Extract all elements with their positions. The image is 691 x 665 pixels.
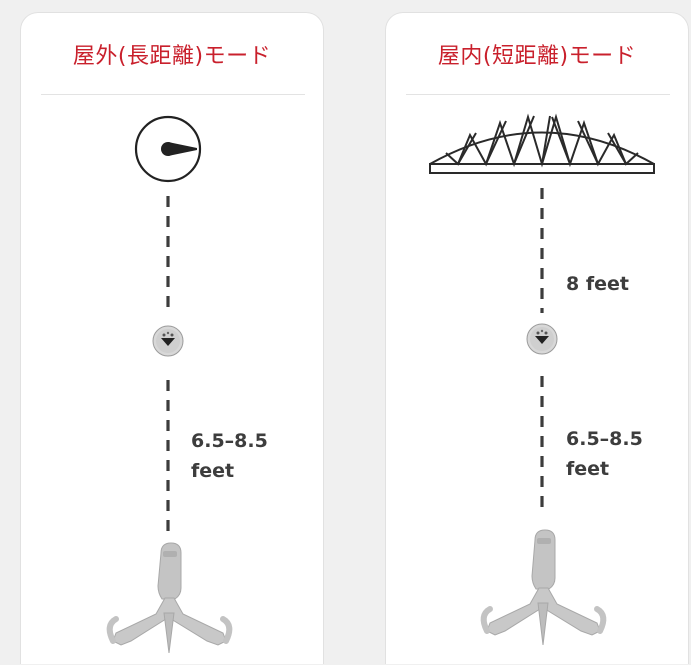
ceiling-distance-value: 8 feet: [566, 273, 629, 295]
golf-ball-icon: [526, 323, 558, 355]
golf-ball-icon: [152, 325, 184, 357]
indoor-distance-label: 6.5–8.5 feet: [566, 424, 643, 484]
indoor-distance-value: 6.5–8.5: [566, 428, 643, 450]
outdoor-distance-value: 6.5–8.5: [191, 430, 268, 452]
title-divider: [406, 94, 670, 95]
outdoor-distance-label: 6.5–8.5 feet: [191, 426, 268, 486]
outdoor-mode-title: 屋外(長距離)モード: [72, 44, 272, 69]
indoor-mode-title: 屋内(短距離)モード: [437, 44, 637, 69]
ceiling-distance-label: 8 feet: [566, 269, 629, 299]
outdoor-diagram: [106, 115, 233, 654]
target-icon: [134, 115, 202, 183]
title-divider: [41, 94, 305, 95]
indoor-mode-card: 屋内(短距離)モード: [385, 12, 689, 664]
outdoor-distance-unit: feet: [191, 460, 235, 482]
launch-monitor-icon: [480, 529, 607, 646]
indoor-distance-unit: feet: [566, 458, 610, 480]
indoor-diagram: [429, 113, 655, 646]
outdoor-mode-card: 屋外(長距離)モード: [20, 12, 324, 664]
ceiling-truss-icon: [429, 113, 655, 174]
launch-monitor-icon: [106, 542, 233, 654]
